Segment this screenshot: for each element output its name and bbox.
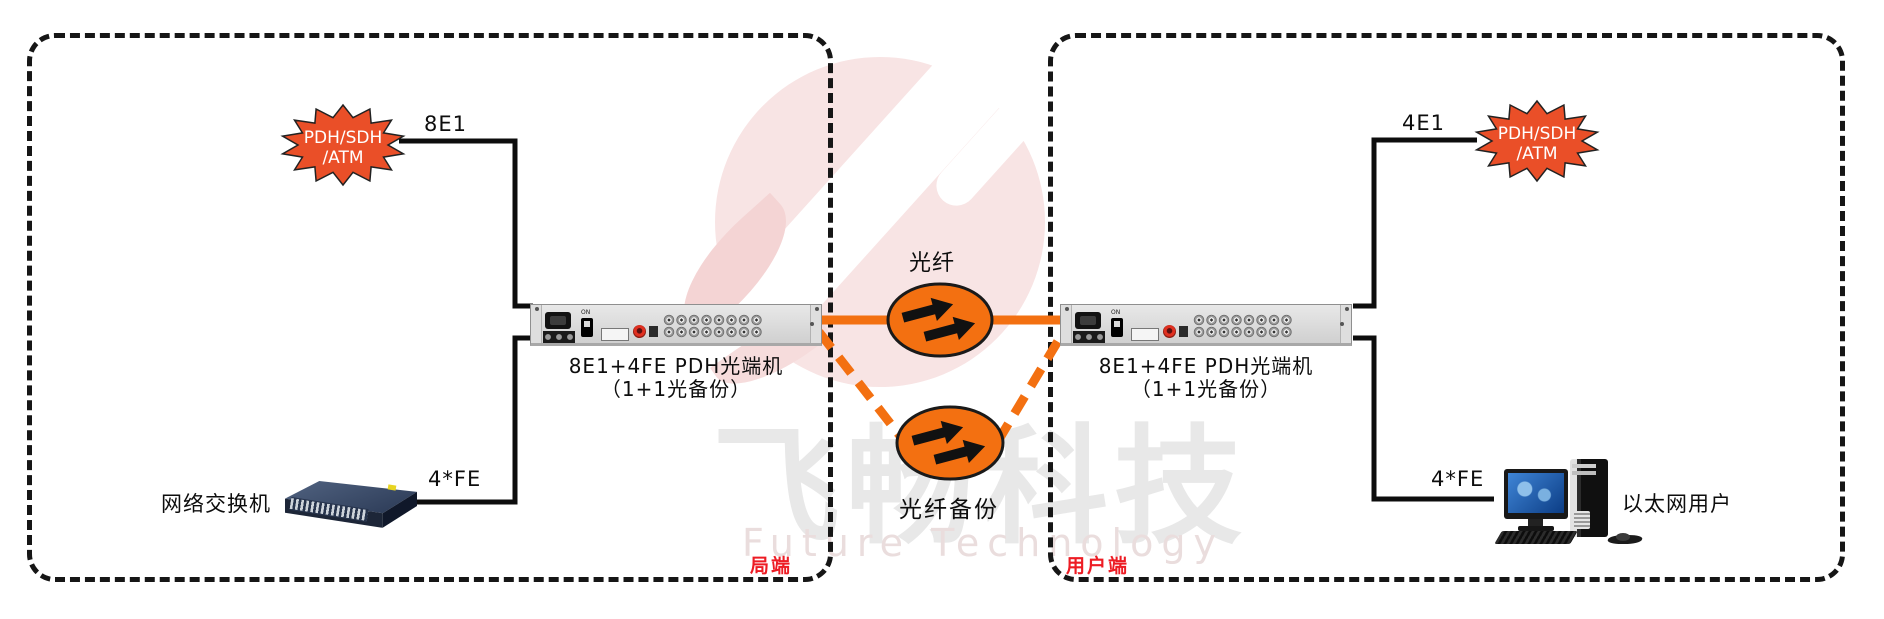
label-4e1: 4E1 [1402, 111, 1445, 135]
label-4fe-right: 4*FE [1431, 467, 1485, 491]
pdh-sdh-atm-starburst-left: PDH/SDH /ATM [280, 103, 406, 187]
starburst-shape [280, 103, 406, 187]
mouse-icon [1616, 533, 1630, 541]
power-inlet-icon [545, 312, 571, 329]
optical-port-icon [1163, 325, 1176, 338]
zone-label-central-office: 局端 [750, 555, 793, 577]
bnc-connector-grid [663, 314, 763, 338]
screw-icon [1065, 307, 1069, 311]
keyboard-icon [1494, 531, 1578, 544]
monitor-base [1518, 526, 1554, 531]
screw-icon [1340, 322, 1344, 326]
pdh-terminal-left: ON [530, 304, 822, 346]
starburst-text-line2: /ATM [322, 148, 363, 168]
label-4fe-left: 4*FE [428, 467, 482, 491]
label-ethernet-user: 以太网用户 [1622, 492, 1732, 516]
lcd-display-icon [1131, 328, 1159, 341]
pc-drive-bay [1572, 464, 1596, 468]
pdh-terminal-right-label-line2: （1+1光备份） [1130, 377, 1282, 401]
screw-icon [815, 307, 819, 311]
zone-central-office-box [27, 33, 833, 582]
power-switch-label: ON [1111, 309, 1121, 316]
power-switch-label: ON [581, 309, 591, 316]
bnc-connector-grid [1193, 314, 1293, 338]
pc-drive-bay [1572, 471, 1596, 475]
zone-user-side-box [1048, 33, 1845, 582]
starburst-text-line2: /ATM [1516, 144, 1557, 164]
monitor-screen [1508, 473, 1564, 513]
label-fiber-backup: 光纤备份 [899, 497, 999, 523]
starburst-text-line1: PDH/SDH [304, 128, 383, 148]
lcd-display-icon [601, 328, 629, 341]
label-network-switch: 网络交换机 [161, 492, 271, 516]
optical-port-block-icon [1179, 326, 1188, 337]
label-fiber: 光纤 [908, 251, 955, 276]
screw-icon [535, 307, 539, 311]
power-switch-icon [581, 318, 593, 337]
optical-port-block-icon [649, 326, 658, 337]
terminal-block-icon [1073, 331, 1105, 343]
pc-front-grill [1574, 511, 1590, 529]
pdh-terminal-right: ON [1060, 304, 1352, 346]
monitor-stand [1528, 519, 1543, 527]
pdh-sdh-atm-starburst-right: PDH/SDH /ATM [1474, 99, 1600, 183]
ethernet-switch-image [285, 481, 417, 533]
power-switch-icon [1111, 318, 1123, 337]
screw-icon [810, 322, 814, 326]
ethernet-user-computer-image [1494, 455, 1646, 547]
label-8e1: 8E1 [424, 112, 467, 136]
starburst-shape [1474, 99, 1600, 183]
pdh-terminal-left-label-line1: 8E1+4FE PDH光端机 [568, 354, 784, 378]
screw-icon [1345, 307, 1349, 311]
optical-port-icon [633, 325, 646, 338]
pdh-terminal-right-label-line1: 8E1+4FE PDH光端机 [1098, 354, 1314, 378]
switch-sticker-icon [387, 484, 397, 491]
power-inlet-icon [1075, 312, 1101, 329]
pdh-terminal-left-label-line2: （1+1光备份） [600, 377, 752, 401]
starburst-text-line1: PDH/SDH [1498, 124, 1577, 144]
terminal-block-icon [543, 331, 575, 343]
zone-label-user-side: 用户端 [1066, 555, 1130, 577]
